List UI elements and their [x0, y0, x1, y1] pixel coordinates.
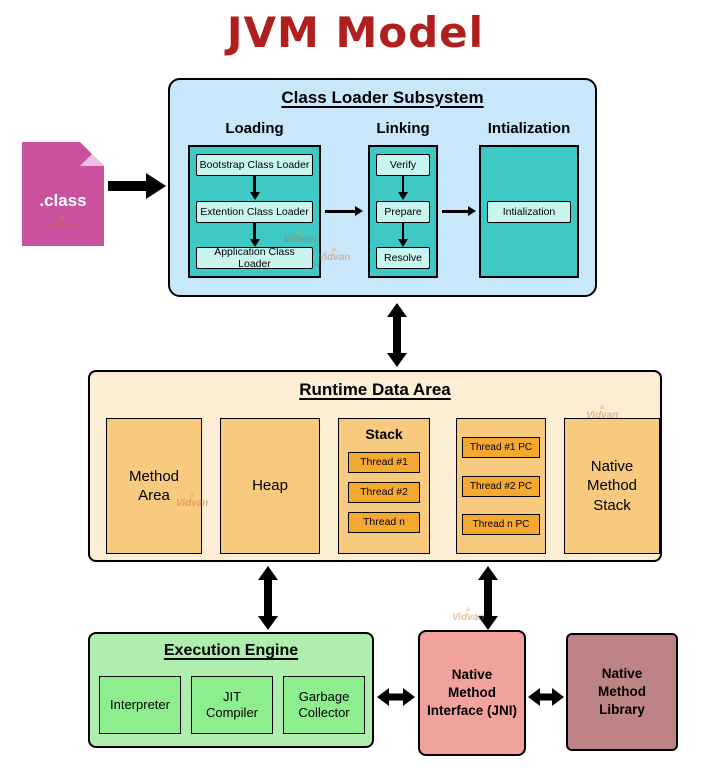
thread-box: Thread n: [348, 512, 420, 534]
execution-engine-title: Execution Engine: [163, 642, 299, 659]
arrow-down-icon: [253, 176, 256, 200]
application-class-loader-box: Application Class Loader: [196, 246, 313, 270]
garbage-collector-box: Garbage Collector: [283, 676, 365, 734]
extension-class-loader-box: Extention Class Loader: [196, 200, 313, 223]
arrow-runtime-jni-icon: [473, 566, 503, 630]
linking-header: Linking: [376, 120, 430, 137]
arrow-linking-to-initialization-icon: [442, 210, 468, 213]
bootstrap-class-loader-box: Bootstrap Class Loader: [196, 154, 313, 176]
arrow-down-icon: [401, 222, 405, 247]
loading-container: Bootstrap Class Loader Extention Class L…: [188, 145, 321, 278]
thread-pc-box: Thread #2 PC: [462, 475, 540, 497]
runtime-data-area: Runtime Data Area Method Area Heap Stack…: [88, 370, 662, 562]
stack-title: Stack: [365, 426, 403, 442]
runtime-title: Runtime Data Area: [299, 380, 451, 399]
native-method-interface-box: Native Method Interface (JNI): [418, 630, 526, 756]
execution-engine-boxes: Interpreter JIT Compiler Garbage Collect…: [99, 676, 365, 734]
arrow-down-icon: [253, 222, 256, 247]
arrow-loader-runtime-icon: [382, 303, 412, 367]
linking-container: Verify Prepare Resolve: [368, 145, 438, 278]
resolve-box: Resolve: [376, 247, 430, 269]
interpreter-box: Interpreter: [99, 676, 181, 734]
initialization-container: Intialization: [479, 145, 579, 278]
class-loader-subsystem: Class Loader Subsystem Loading Linking I…: [168, 78, 597, 297]
stack-box: Stack Thread #1 Thread #2 Thread n: [338, 418, 430, 554]
native-method-stack-box: Native Method Stack: [564, 418, 660, 554]
arrow-jni-library-icon: [528, 683, 564, 711]
heap-box: Heap: [220, 418, 320, 554]
thread-box: Thread #1: [348, 452, 420, 474]
native-method-library-box: Native Method Library: [566, 633, 678, 751]
file-fold-corner-icon: [80, 142, 104, 166]
initialization-header: Intialization: [487, 120, 571, 137]
pc-register-box: Thread #1 PC Thread #2 PC Thread n PC: [456, 418, 546, 554]
class-file-label: .class: [39, 191, 87, 210]
loading-header: Loading: [225, 120, 284, 137]
execution-engine: Execution Engine Interpreter JIT Compile…: [88, 632, 374, 748]
initialization-box: Intialization: [487, 200, 571, 223]
verify-box: Verify: [376, 154, 430, 176]
jit-compiler-box: JIT Compiler: [191, 676, 273, 734]
arrow-loading-to-linking-icon: [325, 210, 355, 213]
thread-box: Thread #2: [348, 482, 420, 504]
arrow-class-to-loader-icon: [108, 181, 146, 191]
arrow-execution-jni-icon: [377, 683, 415, 711]
arrow-runtime-execution-icon: [253, 566, 283, 630]
page-title: JVM Model: [226, 8, 485, 57]
class-loader-title: Class Loader Subsystem: [281, 88, 484, 107]
arrow-down-icon: [401, 176, 405, 200]
thread-pc-box: Thread n PC: [462, 514, 540, 536]
thread-pc-box: Thread #1 PC: [462, 436, 540, 458]
class-file-icon: .class: [22, 142, 104, 246]
method-area-box: Method Area: [106, 418, 202, 554]
prepare-box: Prepare: [376, 200, 430, 223]
